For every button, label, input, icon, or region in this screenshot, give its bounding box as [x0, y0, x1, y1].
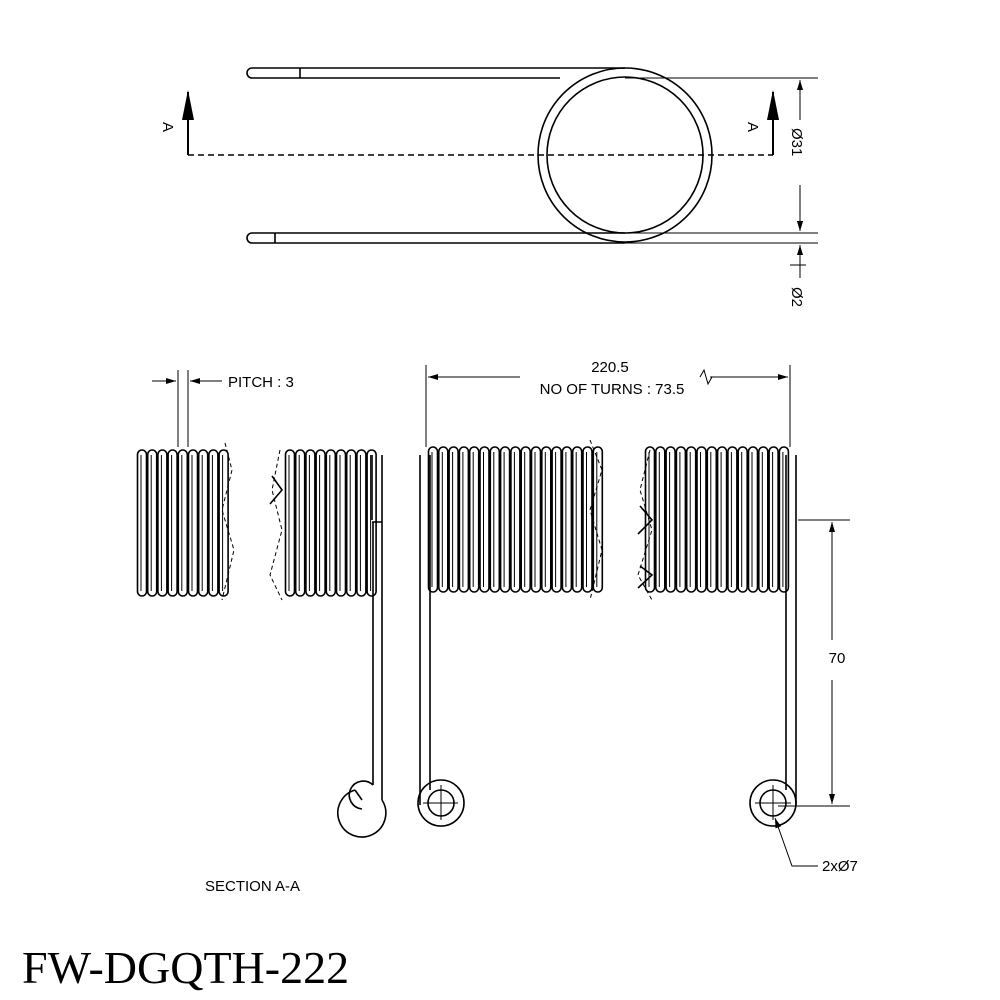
- coil-d-loop: [696, 446, 707, 593]
- coil-c-loop: [520, 446, 531, 593]
- coil-d-loop: [768, 446, 779, 593]
- hole-leader: [774, 817, 818, 867]
- coil-c-loop: [510, 446, 521, 593]
- coil-c-loop: [592, 446, 604, 593]
- coil-b-loop: [366, 449, 377, 597]
- break-line-c: [589, 439, 603, 601]
- coil-a-loop: [167, 449, 178, 597]
- section-marker-left: A: [159, 122, 176, 132]
- coil-d-loop: [665, 446, 676, 593]
- length-break-mark: [699, 368, 713, 386]
- coil-b-loop: [356, 449, 367, 597]
- coil-c-loop: [530, 446, 542, 593]
- length-dimension: 220.5 NO OF TURNS : 73.5: [425, 359, 791, 447]
- pitch-label: PITCH : 3: [228, 374, 294, 391]
- section-marker-right: A: [744, 122, 761, 132]
- coil-b-loop: [284, 449, 296, 597]
- leg-left: [372, 522, 383, 800]
- dim-outer-diameter: Ø31: [788, 128, 805, 156]
- coil-set-a: [136, 449, 229, 597]
- coil-set-c: [427, 446, 604, 593]
- break-line-b: [269, 449, 283, 601]
- coil-c-loop: [448, 446, 459, 593]
- hook-left-outer: [337, 789, 387, 838]
- coil-a-loop: [218, 449, 229, 597]
- coil-d-loop: [758, 446, 769, 593]
- section-label: SECTION A-A: [205, 878, 300, 895]
- coil-d-loop: [727, 446, 738, 593]
- coil-b-loop: [335, 449, 347, 597]
- section-view-right-spring: 70 2xØ7: [417, 439, 858, 875]
- pitch-dimension: PITCH : 3: [152, 370, 294, 447]
- coil-set-d: [644, 446, 790, 593]
- break-edge-b: [269, 475, 284, 505]
- coil-b-loop: [345, 449, 357, 597]
- coil-c-loop: [551, 446, 562, 593]
- coil-a-loop: [187, 449, 199, 597]
- leg-a: [419, 520, 431, 805]
- coil-c-loop: [458, 446, 470, 593]
- hook-left-inner: [348, 780, 374, 810]
- coil-a-loop: [146, 449, 158, 597]
- coil-a-loop: [197, 449, 209, 597]
- coil-a-loop: [208, 449, 219, 597]
- hook-b-center-mark: [755, 785, 791, 820]
- coil-c-loop: [489, 446, 501, 593]
- coil-b-loop: [315, 449, 326, 597]
- coil-d-loop: [675, 446, 687, 593]
- turns-label: NO OF TURNS : 73.5: [540, 381, 685, 398]
- coil-c-loop: [541, 446, 552, 593]
- break-edge-d: [637, 505, 654, 535]
- upper-leg: [246, 67, 625, 79]
- coil-c-loop: [499, 446, 511, 593]
- coil-outer-circle: [537, 67, 713, 243]
- coil-d-loop: [747, 446, 759, 593]
- lower-leg: [246, 232, 625, 244]
- hook-left-end: [354, 789, 363, 801]
- coil-c-loop: [479, 446, 490, 593]
- coil-a-loop: [157, 449, 168, 597]
- section-arrowhead-left: [182, 90, 194, 120]
- coil-b-loop: [325, 449, 337, 597]
- hole-label: 2xØ7: [822, 858, 858, 875]
- leg-length: 70: [829, 650, 846, 667]
- coil-b-loop: [294, 449, 306, 597]
- leg-top-left: [371, 455, 383, 523]
- dim-wire-diameter: Ø2: [788, 287, 805, 307]
- coil-d-loop: [655, 446, 666, 593]
- hook-a-center-mark: [423, 785, 458, 820]
- coil-a-loop: [177, 449, 189, 597]
- leg-b: [785, 520, 797, 805]
- coil-c-loop: [582, 446, 593, 593]
- coil-c-loop: [468, 446, 480, 593]
- top-view: A A Ø31 Ø2: [159, 67, 818, 307]
- coil-c-loop: [571, 446, 583, 593]
- coil-c-loop: [561, 446, 573, 593]
- coil-d-loop: [685, 446, 697, 593]
- leg-top-b: [785, 455, 797, 520]
- section-view-left-spring: [136, 442, 387, 838]
- coil-set-b: [284, 449, 377, 597]
- hook-a-outer: [417, 779, 465, 827]
- break-edge-d2: [637, 565, 654, 589]
- coil-b-loop: [305, 449, 316, 597]
- hook-b-outer: [749, 779, 797, 827]
- coil-d-loop: [737, 446, 748, 593]
- break-line-a: [221, 442, 235, 601]
- part-number: FW-DGQTH-222: [22, 942, 349, 993]
- coil-a-loop: [136, 449, 148, 597]
- length-value: 220.5: [591, 359, 629, 376]
- section-arrowhead-right: [767, 90, 779, 120]
- coil-c-loop: [438, 446, 449, 593]
- leg-top-a: [419, 455, 431, 520]
- coil-d-loop: [716, 446, 728, 593]
- coil-d-loop: [778, 446, 790, 593]
- coil-d-loop: [706, 446, 718, 593]
